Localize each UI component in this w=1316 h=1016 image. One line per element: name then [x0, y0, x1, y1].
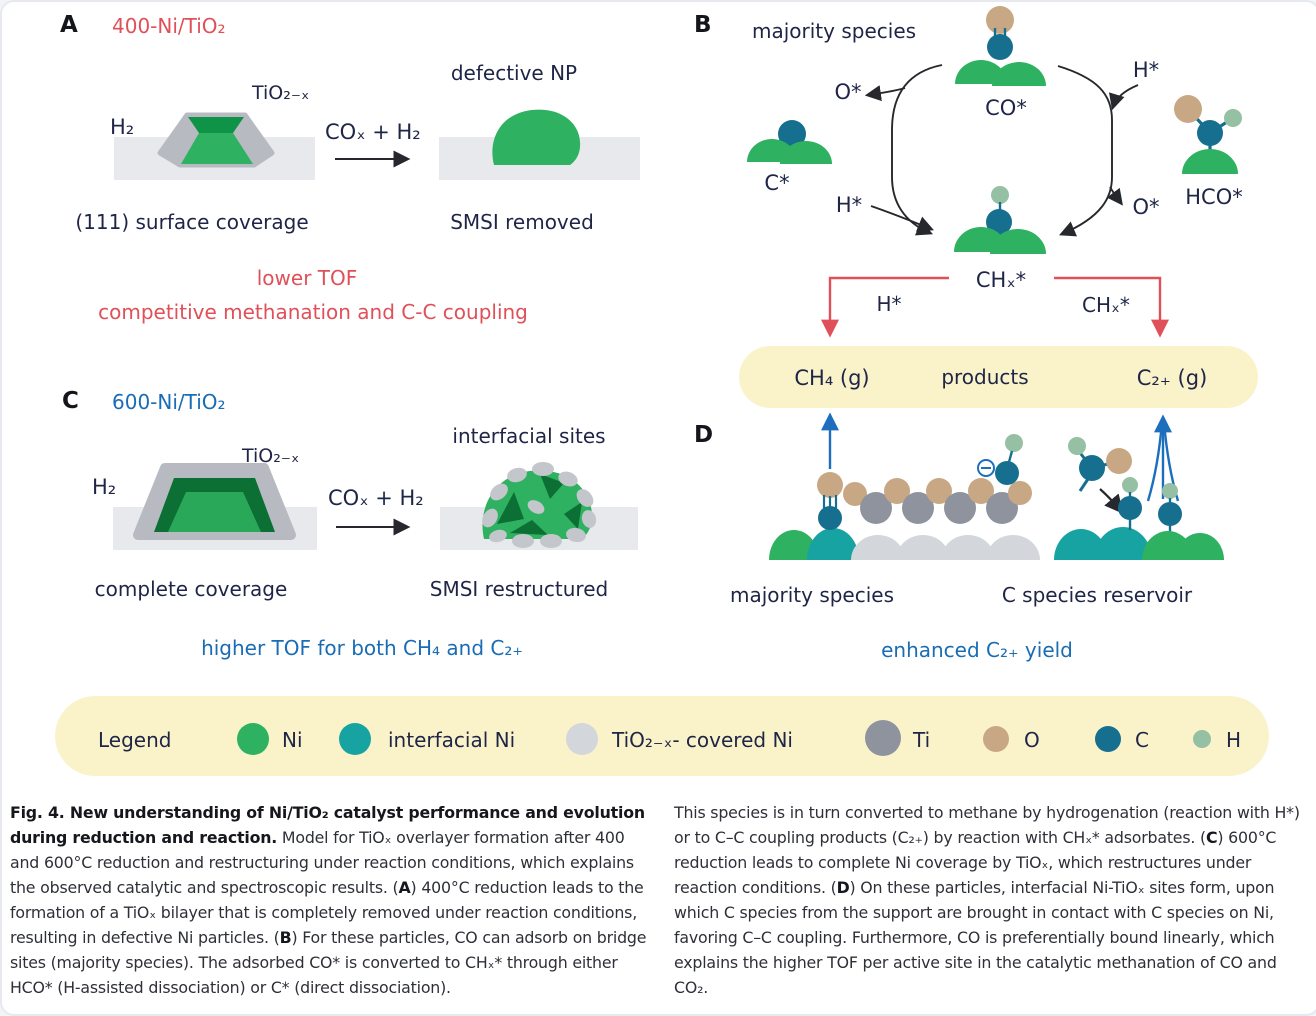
o-star-label: O*: [834, 80, 861, 104]
enhanced-yield-note: enhanced C₂₊ yield: [881, 638, 1073, 662]
legend-title: Legend: [98, 728, 171, 752]
defective-np-label: defective NP: [451, 61, 577, 85]
c2-product-label: C₂₊ (g): [1137, 366, 1208, 390]
restructured-ni-particle-icon: [482, 462, 597, 548]
panel-b-letter: B: [694, 12, 712, 38]
reaction-cycle-arrows: [864, 64, 1139, 237]
ch-species-on-oxide-icon: [995, 434, 1023, 485]
cho-species-icon: [1068, 437, 1132, 492]
hco-label: HCO*: [1185, 185, 1242, 209]
legend-item-label: TiO₂₋ₓ- covered Ni: [611, 728, 793, 752]
higher-tof-note: higher TOF for both CH₄ and C₂₊: [201, 636, 523, 660]
products-label: products: [941, 365, 1028, 389]
h2-label: H₂: [110, 115, 134, 139]
panel-c-letter: C: [62, 388, 79, 414]
figure-diagram: A 400-Ni/TiO₂ H₂ TiO₂₋ₓ COₓ + H₂ defecti…: [55, 6, 1269, 776]
caption-left-column: Fig. 4. New understanding of Ni/TiO₂ cat…: [10, 803, 647, 997]
c-species-reservoir-label: C species reservoir: [1002, 583, 1193, 607]
branch-chx-label: CHₓ*: [1082, 293, 1130, 317]
desorption-arrows: [821, 412, 1180, 502]
c-star-label: C*: [764, 171, 789, 195]
o-star-label: O*: [1132, 195, 1159, 219]
interfacial-ni-legend-icon: [339, 723, 371, 755]
panel-c-title: 600-Ni/TiO₂: [112, 390, 226, 414]
branch-h-label: H*: [876, 292, 901, 316]
majority-species-label: majority species: [752, 19, 916, 43]
chx-label: CHₓ*: [976, 268, 1026, 292]
caption-right-column: This species is in turn converted to met…: [674, 803, 1300, 997]
legend-item-label: H: [1226, 728, 1241, 752]
majority-species-label: majority species: [730, 583, 894, 607]
tiox-overlayer-icon: [843, 478, 1040, 560]
partially-covered-ni-particle-icon: [157, 112, 275, 168]
ti-legend-icon: [865, 720, 901, 756]
panel-d: D: [694, 422, 1224, 662]
fully-covered-ni-particle-icon: [133, 463, 296, 540]
co-adsorbate-icon: [955, 6, 1046, 86]
o-legend-icon: [983, 726, 1009, 752]
panel-c: C 600-Ni/TiO₂ H₂ TiO₂₋ₓ COₓ + H₂: [62, 388, 638, 660]
h-star-label: H*: [836, 193, 862, 217]
h2-label: H₂: [92, 475, 116, 499]
product-branch-arrows: [821, 276, 1169, 338]
ch4-product-label: CH₄ (g): [794, 366, 869, 390]
oxide-label: TiO₂₋ₓ: [241, 445, 299, 467]
panel-b: B majority species CO* C*: [694, 6, 1258, 502]
interfacial-sites-label: interfacial sites: [452, 424, 605, 448]
panel-d-letter: D: [694, 422, 713, 448]
c-species-reservoir-icon: [1054, 477, 1224, 560]
lower-tof-note: lower TOF: [257, 266, 358, 290]
tiox-covered-ni-legend-icon: [566, 723, 598, 755]
linear-co-on-interfacial-ni-icon: [769, 472, 859, 560]
panel-a: A 400-Ni/TiO₂ H₂ TiO₂₋ₓ COₓ + H₂ defecti…: [60, 12, 640, 324]
legend-item-label: Ti: [912, 728, 930, 752]
surface-coverage-label: (111) surface coverage: [75, 210, 308, 234]
reaction-label: COₓ + H₂: [328, 486, 424, 510]
hop-arrow-icon: [1099, 488, 1124, 514]
chx-adsorbate-icon: [954, 186, 1046, 254]
smsi-restructured-label: SMSI restructured: [430, 577, 608, 601]
reaction-label: COₓ + H₂: [325, 120, 421, 144]
h-legend-icon: [1193, 730, 1211, 748]
legend-item-label: O: [1024, 728, 1040, 752]
legend-item-label: Ni: [282, 728, 303, 752]
c-legend-icon: [1095, 726, 1121, 752]
panel-a-letter: A: [60, 12, 78, 38]
competitive-note: competitive methanation and C-C coupling: [98, 300, 528, 324]
hco-adsorbate-icon: [1174, 95, 1242, 174]
smsi-removed-label: SMSI removed: [450, 210, 594, 234]
negative-charge-icon: [977, 459, 995, 477]
oxide-label: TiO₂₋ₓ: [251, 82, 309, 104]
defective-ni-particle-icon: [492, 109, 581, 165]
legend-item-label: C: [1135, 728, 1149, 752]
co-label: CO*: [985, 96, 1027, 120]
complete-coverage-label: complete coverage: [95, 577, 288, 601]
products-highlight-bar: [739, 346, 1258, 408]
ni-legend-icon: [237, 723, 269, 755]
legend-item-label: interfacial Ni: [388, 728, 515, 752]
legend-background: [55, 696, 1269, 776]
c-adsorbate-icon: [747, 120, 832, 164]
legend-bar: Legend Ni interfacial Ni TiO₂₋ₓ- covered…: [55, 696, 1269, 776]
h-star-label: H*: [1133, 58, 1159, 82]
panel-a-title: 400-Ni/TiO₂: [112, 14, 226, 38]
oxide-pebbles: [482, 462, 597, 548]
